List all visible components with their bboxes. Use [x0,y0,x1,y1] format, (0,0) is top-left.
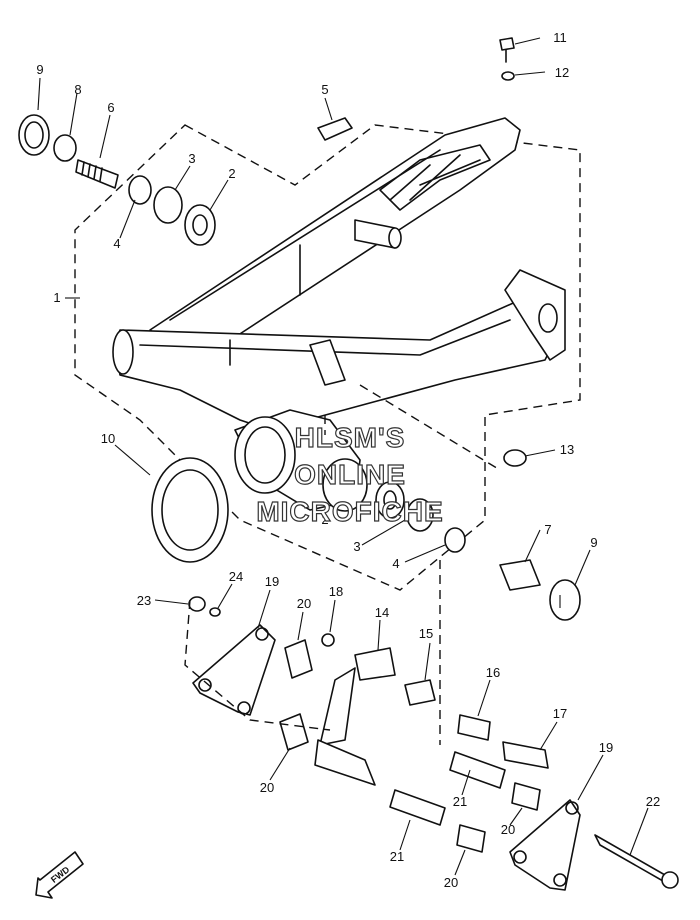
forward-arrow-icon: FWD [35,851,84,899]
callout-13: 13 [560,442,574,457]
callout-18: 18 [329,584,343,599]
leader-lines [37,37,649,876]
relay-arm-19 [192,624,276,716]
callout-11: 11 [553,30,567,45]
collar-4 [128,175,152,205]
collar-21a [449,751,506,789]
callout-19b: 19 [599,740,613,755]
washer-24 [209,607,221,617]
nut-18 [321,633,335,647]
pivot-shaft-7 [499,559,541,591]
washer-12 [501,71,515,81]
callout-20: 20 [297,596,311,611]
assembly-boundary [74,124,581,591]
centerlines [184,384,501,745]
callout-20b: 20 [260,780,274,795]
bolt-22 [594,834,671,886]
bolt-11 [499,37,515,51]
hub-parts [151,449,581,621]
swingarm [112,117,566,512]
bolt-17 [502,741,549,769]
callout-20d: 20 [444,875,458,890]
ring-gear-10 [151,457,229,563]
cap-9b [549,579,581,621]
bushing-20c [511,782,541,811]
callout-16: 16 [486,665,500,680]
callout-10: 10 [101,431,115,446]
callout-2: 2 [228,166,235,181]
watermark: HLSM'S ONLINE MICROFICHE [256,421,444,527]
callout-15: 15 [419,626,433,641]
collar-4b [444,527,466,553]
relay-arm-19b [509,799,581,891]
collar-16 [457,714,491,741]
collar-21b [389,789,446,826]
seal-3b [406,498,434,532]
callout-4: 4 [113,236,120,251]
bushing-20a [284,639,313,679]
connecting-rod-14 [354,647,396,681]
callout-19: 19 [265,574,279,589]
nut-8 [53,134,77,162]
seal-3 [153,186,183,224]
callout-24: 24 [229,569,243,584]
callout-8: 8 [74,82,81,97]
callout-23: 23 [137,593,151,608]
linkage-parts [188,596,679,891]
front-pivot-parts [18,37,515,246]
nut-23 [188,596,206,612]
callout-3: 3 [188,151,195,166]
callout-labels: 9 8 6 3 2 4 1 5 11 12 10 13 7 9 2 3 4 23… [36,30,660,890]
callout-2b: 2 [321,512,328,527]
callout-21: 21 [453,794,467,809]
bearing-2b [375,481,405,519]
bushing-20b [279,713,309,751]
callout-1: 1 [53,290,60,305]
cap-9 [18,114,50,156]
callout-4b: 4 [392,556,399,571]
watermark-line-3: MICROFICHE [256,496,443,527]
callout-21b: 21 [390,849,404,864]
pad-5 [317,117,353,141]
callout-9b: 9 [590,535,597,550]
plug-13 [503,449,527,467]
adjust-bolt-6 [75,159,119,189]
collar-15 [404,679,436,706]
callout-12: 12 [555,65,569,80]
watermark-line-1: HLSM'S [295,422,406,453]
callout-5: 5 [321,82,328,97]
watermark-line-2: ONLINE [294,459,406,490]
callout-3b: 3 [353,539,360,554]
callout-17: 17 [553,706,567,721]
callout-9: 9 [36,62,43,77]
bushing-20d [456,824,486,853]
callout-14: 14 [375,605,389,620]
bearing-2 [184,204,216,246]
callout-22: 22 [646,794,660,809]
callout-7: 7 [544,522,551,537]
callout-6: 6 [107,100,114,115]
callout-20c: 20 [501,822,515,837]
